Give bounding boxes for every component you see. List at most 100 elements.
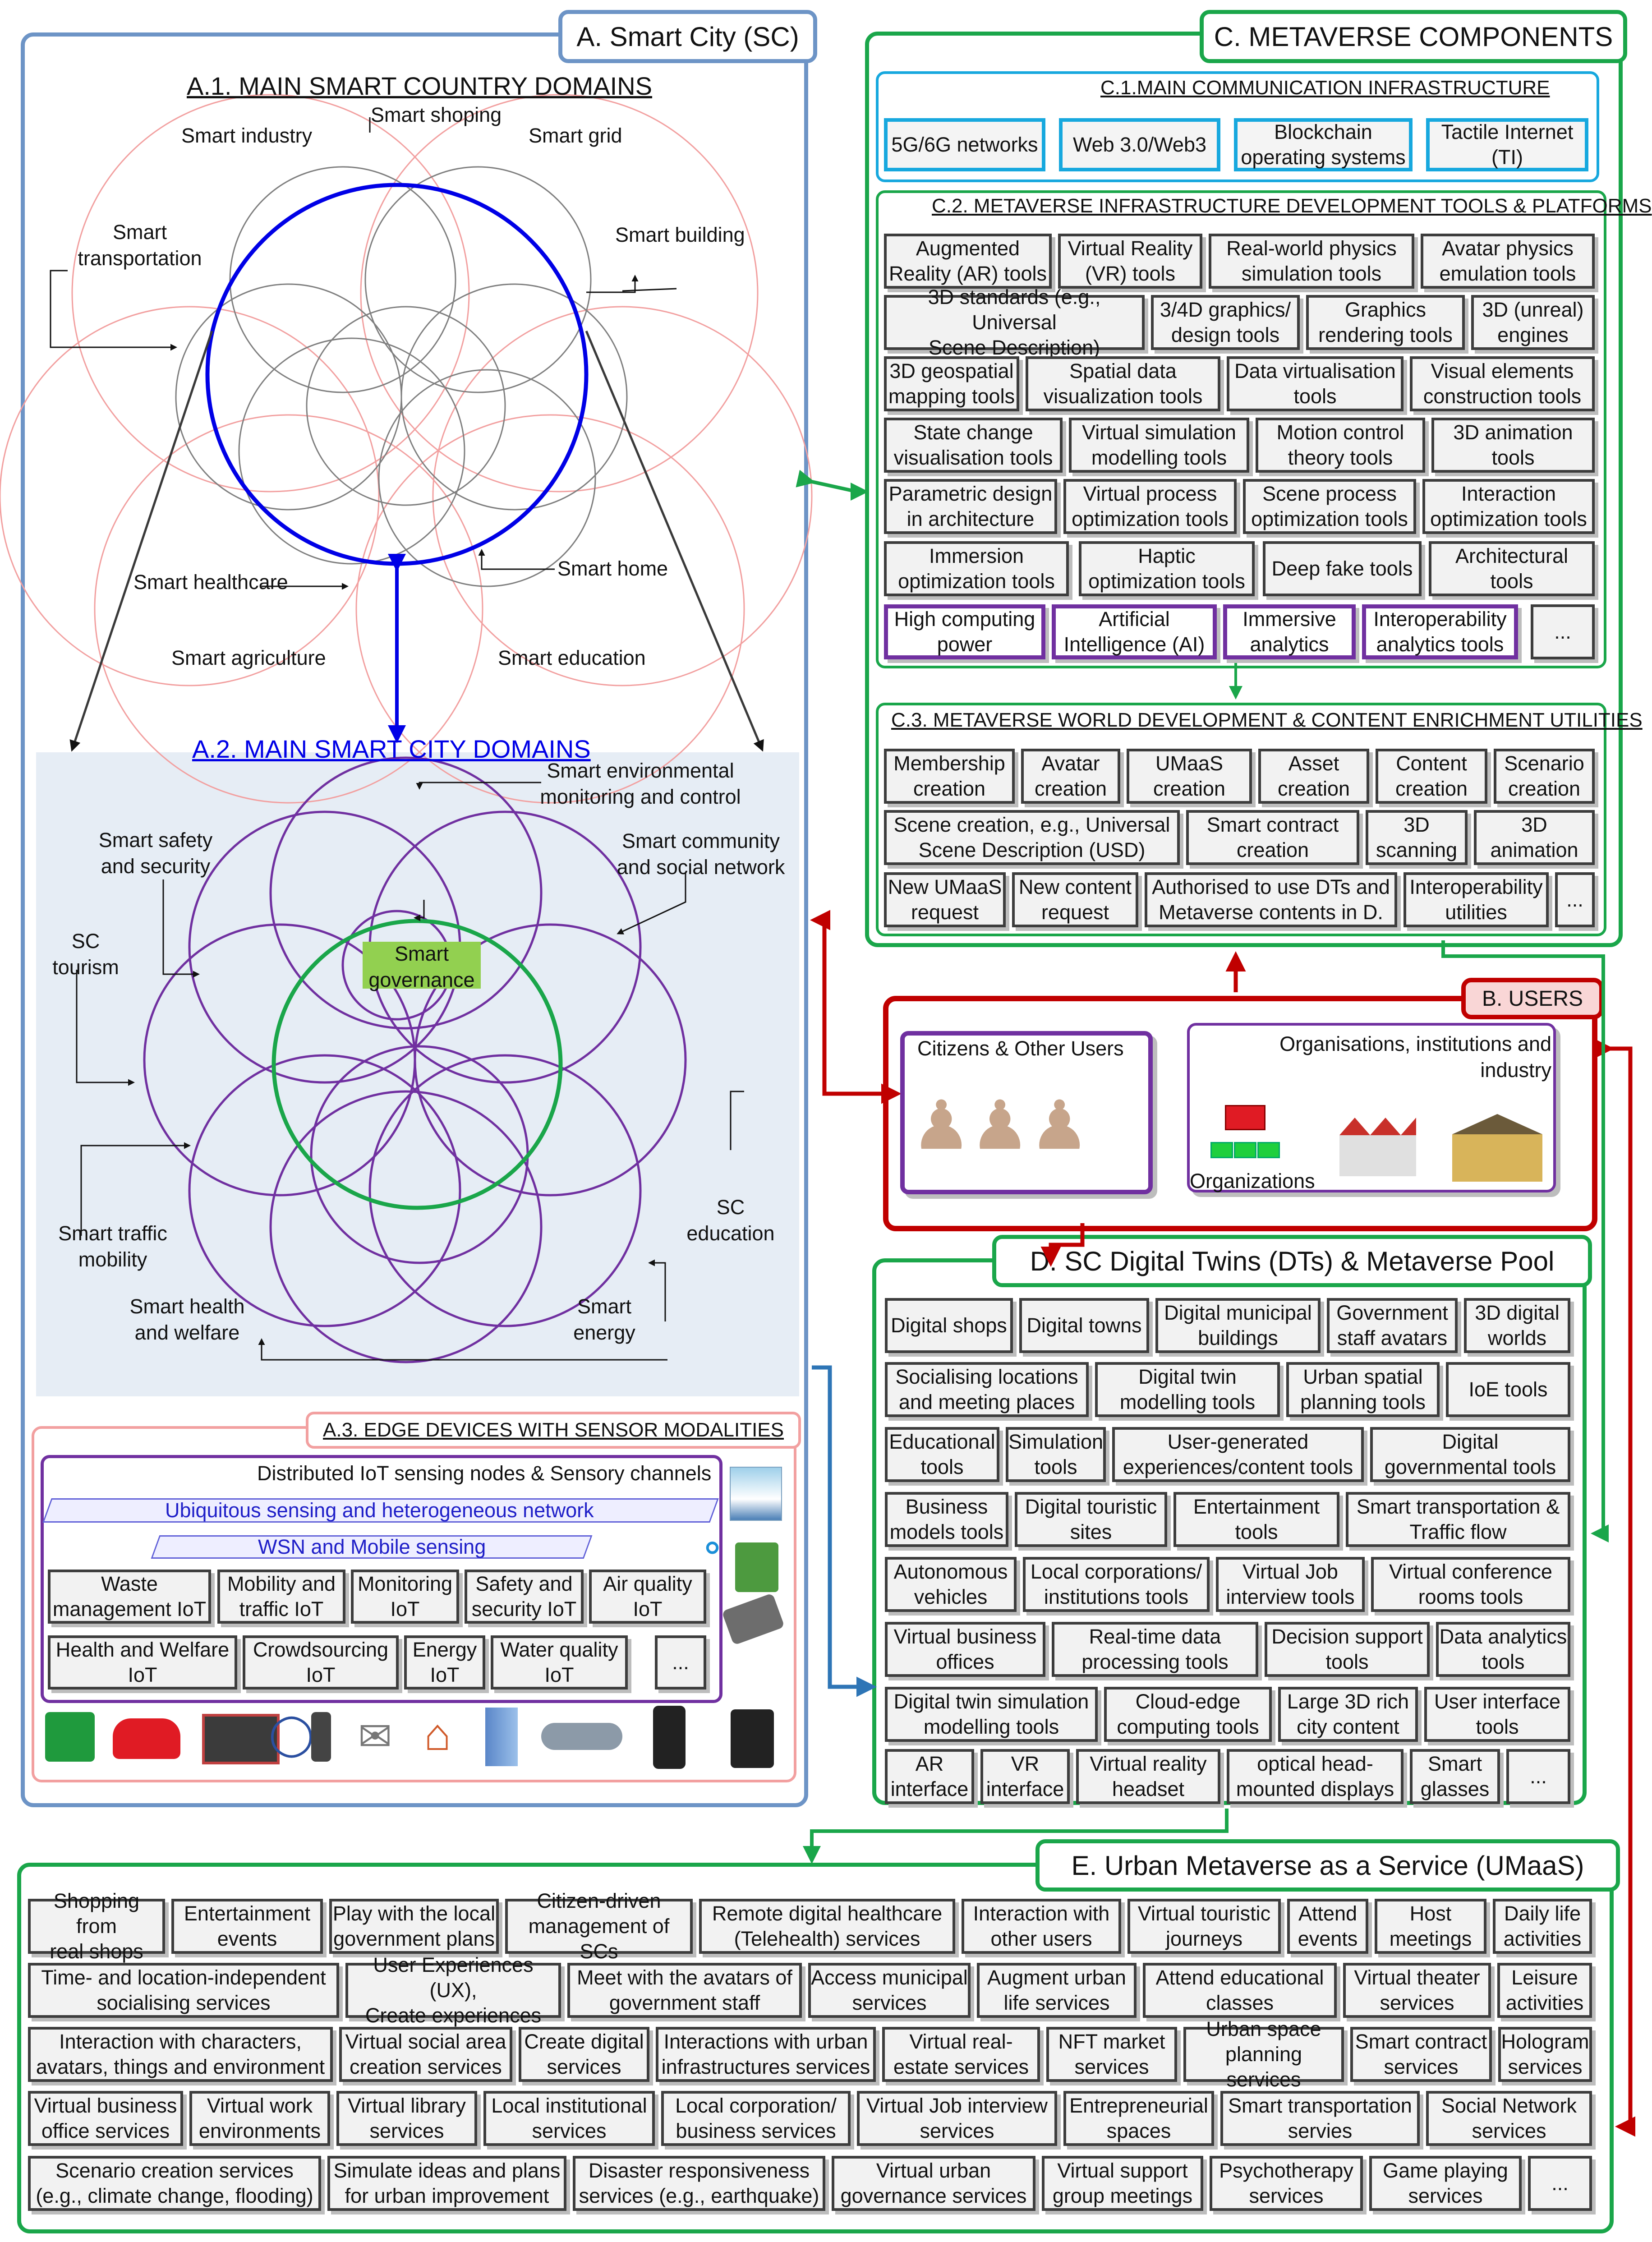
c2-data-virtualisation[interactable]: Data virtualisation tools [1227,356,1404,411]
e-entrepreneurial[interactable]: Entrepreneurial spaces [1063,2091,1214,2146]
d-ioe-tools[interactable]: IoE tools [1446,1362,1570,1417]
c3-new-umaas[interactable]: New UMaaS request [884,872,1006,927]
e-local-corporation[interactable]: Local corporation/ business services [661,2091,851,2146]
d-government-avatars[interactable]: Government staff avatars [1327,1298,1458,1353]
d-realtime-data[interactable]: Real-time data processing tools [1052,1622,1258,1677]
c3-smart-contract[interactable]: Smart contract creation [1186,810,1359,865]
e-telehealth[interactable]: Remote digital healthcare (Telehealth) s… [699,1899,955,1954]
d-conference-rooms[interactable]: Virtual conference rooms tools [1371,1557,1570,1612]
e-user-experiences[interactable]: User Experiences (UX), Create experience… [345,1953,561,2027]
c2-motion-control[interactable]: Motion control theory tools [1256,418,1425,473]
d-entertainment[interactable]: Entertainment tools [1173,1492,1339,1547]
d-socialising-locations[interactable]: Socialising locations and meeting places [885,1362,1089,1417]
iot-energy[interactable]: Energy IoT [404,1635,485,1690]
c2-ar-tools[interactable]: Augmented Reality (AR) tools [884,234,1052,289]
iot-air-quality[interactable]: Air quality IoT [589,1570,706,1624]
d-user-interface[interactable]: User interface tools [1424,1687,1570,1742]
e-social-network[interactable]: Social Network services [1426,2091,1592,2146]
d-touristic-sites[interactable]: Digital touristic sites [1015,1492,1167,1547]
e-time-location[interactable]: Time- and location-independent socialisi… [28,1963,339,2018]
c3-authorised[interactable]: Authorised to use DTs and Metaverse cont… [1145,872,1397,927]
c2-interaction-optimization[interactable]: Interaction optimization tools [1422,479,1595,534]
d-local-corporations[interactable]: Local corporations/ institutions tools [1023,1557,1210,1612]
c2-3d-standards[interactable]: 3D standards (e.g., Universal Scene Desc… [884,285,1145,359]
d-user-generated[interactable]: User-generated experiences/content tools [1112,1427,1364,1482]
e-nft-market[interactable]: NFT market services [1046,2027,1177,2082]
e-smart-transportation[interactable]: Smart transportation servies [1220,2091,1420,2146]
d-decision-support[interactable]: Decision support tools [1265,1622,1430,1677]
e-urban-space[interactable]: Urban space planning services [1183,2017,1344,2091]
c1-blockchain[interactable]: Blockchain operating systems [1234,118,1413,171]
d-digital-governmental[interactable]: Digital governmental tools [1370,1427,1570,1482]
e-host-meetings[interactable]: Host meetings [1375,1899,1486,1954]
e-leisure[interactable]: Leisure activities [1497,1963,1592,2018]
e-virtual-theater[interactable]: Virtual theater services [1343,1963,1491,2018]
e-job-interview[interactable]: Virtual Job interview services [857,2091,1057,2146]
c1-web3[interactable]: Web 3.0/Web3 [1059,118,1220,171]
c2-virtual-simulation[interactable]: Virtual simulation modelling tools [1069,418,1249,473]
citizens-box[interactable] [900,1031,1153,1194]
c3-avatar[interactable]: Avatar creation [1021,749,1120,804]
c2-geospatial-mapping[interactable]: 3D geospatial mapping tools [884,356,1019,411]
e-touristic-journeys[interactable]: Virtual touristic journeys [1127,1899,1281,1954]
c2-high-computing[interactable]: High computing power [884,604,1045,659]
c2-graphics-rendering[interactable]: Graphics rendering tools [1306,295,1465,350]
c3-asset[interactable]: Asset creation [1258,749,1369,804]
c3-content[interactable]: Content creation [1376,749,1487,804]
e-create-digital[interactable]: Create digital services [519,2027,649,2082]
c2-virtual-process[interactable]: Virtual process optimization tools [1063,479,1237,534]
d-municipal-buildings[interactable]: Digital municipal buildings [1155,1298,1321,1353]
iot-water[interactable]: Water quality IoT [491,1635,628,1690]
iot-crowdsourcing[interactable]: Crowdsourcing IoT [243,1635,399,1690]
d-smart-transportation[interactable]: Smart transportation & Traffic flow [1346,1492,1570,1547]
iot-waste[interactable]: Waste management IoT [48,1570,211,1624]
e-smart-contract[interactable]: Smart contract services [1350,2027,1492,2082]
e-interaction-users[interactable]: Interaction with other users [962,1899,1121,1954]
c2-deep-fake[interactable]: Deep fake tools [1263,541,1422,596]
c2-3d-engines[interactable]: 3D (unreal) engines [1471,295,1595,350]
iot-more[interactable]: ... [655,1635,706,1690]
d-3d-worlds[interactable]: 3D digital worlds [1464,1298,1570,1353]
d-3d-city-content[interactable]: Large 3D rich city content [1278,1687,1418,1742]
d-educational[interactable]: Educational tools [885,1427,999,1482]
c3-more[interactable]: ... [1555,872,1595,927]
d-vr-interface[interactable]: VR interface [980,1749,1070,1804]
c3-new-content[interactable]: New content request [1012,872,1138,927]
d-ar-interface[interactable]: AR interface [885,1749,974,1804]
e-hologram[interactable]: Hologram services [1498,2027,1592,2082]
e-educational-classes[interactable]: Attend educational classes [1143,1963,1337,2018]
iot-health[interactable]: Health and Welfare IoT [48,1635,237,1690]
e-simulate-ideas[interactable]: Simulate ideas and plans for urban impro… [327,2156,566,2211]
e-access-municipal[interactable]: Access municipal services [808,1963,971,2018]
c2-ai[interactable]: Artificial Intelligence (AI) [1052,604,1217,659]
c3-scene-creation[interactable]: Scene creation, e.g., Universal Scene De… [884,810,1180,865]
d-data-analytics[interactable]: Data analytics tools [1436,1622,1570,1677]
c3-umaas[interactable]: UMaaS creation [1127,749,1252,804]
c2-3d-animation[interactable]: 3D animation tools [1431,418,1595,473]
c2-visual-elements[interactable]: Visual elements construction tools [1410,356,1595,411]
d-urban-spatial[interactable]: Urban spatial planning tools [1286,1362,1440,1417]
e-work-environments[interactable]: Virtual work environments [189,2091,330,2146]
c2-spatial-visualization[interactable]: Spatial data visualization tools [1026,356,1220,411]
c3-scenario[interactable]: Scenario creation [1494,749,1595,804]
c2-immersive-analytics[interactable]: Immersive analytics [1223,604,1356,659]
e-scenario-creation[interactable]: Scenario creation services (e.g., climat… [28,2156,321,2211]
e-psychotherapy[interactable]: Psychotherapy services [1210,2156,1363,2211]
d-digital-towns[interactable]: Digital towns [1019,1298,1149,1353]
c2-scene-process[interactable]: Scene process optimization tools [1243,479,1416,534]
c2-parametric-design[interactable]: Parametric design in architecture [884,479,1057,534]
e-attend-events[interactable]: Attend events [1287,1899,1368,1954]
c2-interoperability-analytics[interactable]: Interoperability analytics tools [1362,604,1518,659]
c2-more[interactable]: ... [1531,604,1595,659]
e-business-office[interactable]: Virtual business office services [28,2091,183,2146]
c1-5g6g[interactable]: 5G/6G networks [884,118,1045,171]
c2-physics-simulation[interactable]: Real-world physics simulation tools [1209,234,1414,289]
e-social-area[interactable]: Virtual social area creation services [339,2027,512,2082]
d-business-offices[interactable]: Virtual business offices [885,1622,1045,1677]
e-virtual-library[interactable]: Virtual library services [336,2091,477,2146]
e-citizen-driven[interactable]: Citizen-driven management of SCs [505,1889,693,1963]
e-real-estate[interactable]: Virtual real- estate services [882,2027,1040,2082]
e-urban-governance[interactable]: Virtual urban governance services [832,2156,1035,2211]
c1-tactile-internet[interactable]: Tactile Internet (TI) [1426,118,1588,171]
d-smart-glasses[interactable]: Smart glasses [1410,1749,1500,1804]
